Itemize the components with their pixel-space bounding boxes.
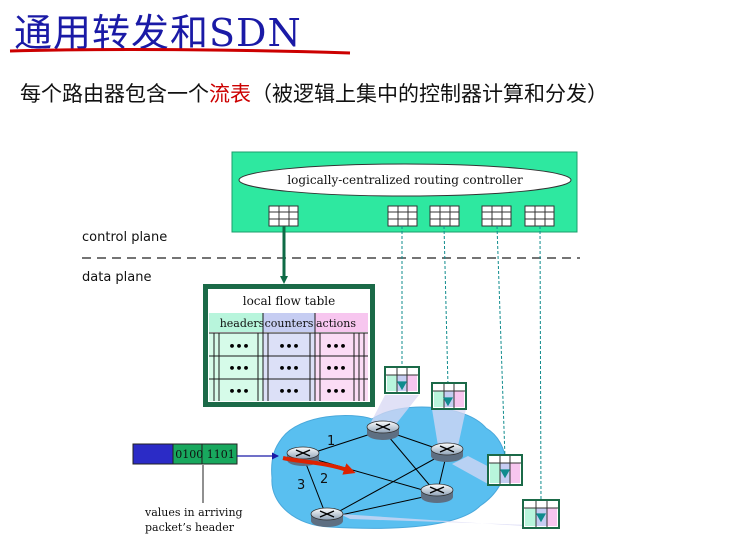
- col-header-counters: counters: [265, 317, 314, 330]
- flow-table-grid: [209, 313, 368, 401]
- title-underline: [9, 48, 351, 55]
- packet-payload: [132, 443, 174, 465]
- controller-table-icon: [429, 205, 460, 227]
- col-headers-bg: [209, 313, 263, 332]
- rows-headers-bg: [209, 333, 263, 401]
- row-marker: •••: [325, 340, 346, 353]
- controller-ellipse: [238, 163, 572, 197]
- controller-table-icon: [524, 205, 555, 227]
- packet-caption-line1: values in arriving: [144, 506, 243, 519]
- router: [366, 420, 400, 440]
- subtitle-after: （被逻辑上集中的控制器计算和分发）: [251, 82, 608, 106]
- col-header-headers: headers: [220, 317, 265, 330]
- port-label-2: 2: [320, 472, 328, 487]
- controller-table-icon: [268, 205, 299, 227]
- row-marker: •••: [228, 340, 249, 353]
- table-arrowheads: [396, 381, 547, 523]
- router: [430, 442, 464, 462]
- controller-label: logically-centralized routing controller: [287, 173, 523, 187]
- row-marker: •••: [278, 385, 299, 398]
- forwarding-arrow: [282, 456, 356, 475]
- subtitle-before: 每个路由器包含一个: [20, 82, 209, 106]
- row-marker: •••: [325, 385, 346, 398]
- router: [310, 507, 344, 527]
- row-marker: •••: [228, 362, 249, 375]
- row-marker: •••: [228, 385, 249, 398]
- controller-table-icon: [387, 205, 418, 227]
- row-marker: •••: [278, 362, 299, 375]
- subtitle: 每个路由器包含一个流表（被逻辑上集中的控制器计算和分发）: [20, 78, 608, 108]
- controller-distribution-lines: [401, 225, 542, 503]
- col-header-actions: actions: [316, 317, 356, 330]
- subtitle-highlight: 流表: [209, 82, 251, 106]
- port-label-1: 1: [327, 434, 335, 449]
- page-title: 通用转发和SDN: [14, 11, 302, 55]
- packet: 0100 1101: [132, 443, 238, 465]
- packet-caption-line2: packet’s header: [145, 521, 235, 534]
- row-marker: •••: [325, 362, 346, 375]
- packet-header: [172, 443, 238, 465]
- port-label-3: 3: [297, 478, 305, 493]
- controller-table-icon: [481, 205, 512, 227]
- packet-header-bits: 0100 1101: [175, 448, 235, 461]
- data-plane-label: data plane: [82, 270, 151, 285]
- router: [420, 483, 454, 503]
- local-flow-table-title: local flow table: [243, 294, 336, 308]
- row-marker: •••: [278, 340, 299, 353]
- control-plane-label: control plane: [82, 230, 167, 245]
- local-flow-table: local flow table headers counters action…: [203, 284, 375, 407]
- rows-counters-bg: [263, 333, 315, 401]
- col-actions-bg: [315, 313, 368, 332]
- col-counters-bg: [263, 313, 315, 332]
- router-flow-table: [431, 382, 467, 410]
